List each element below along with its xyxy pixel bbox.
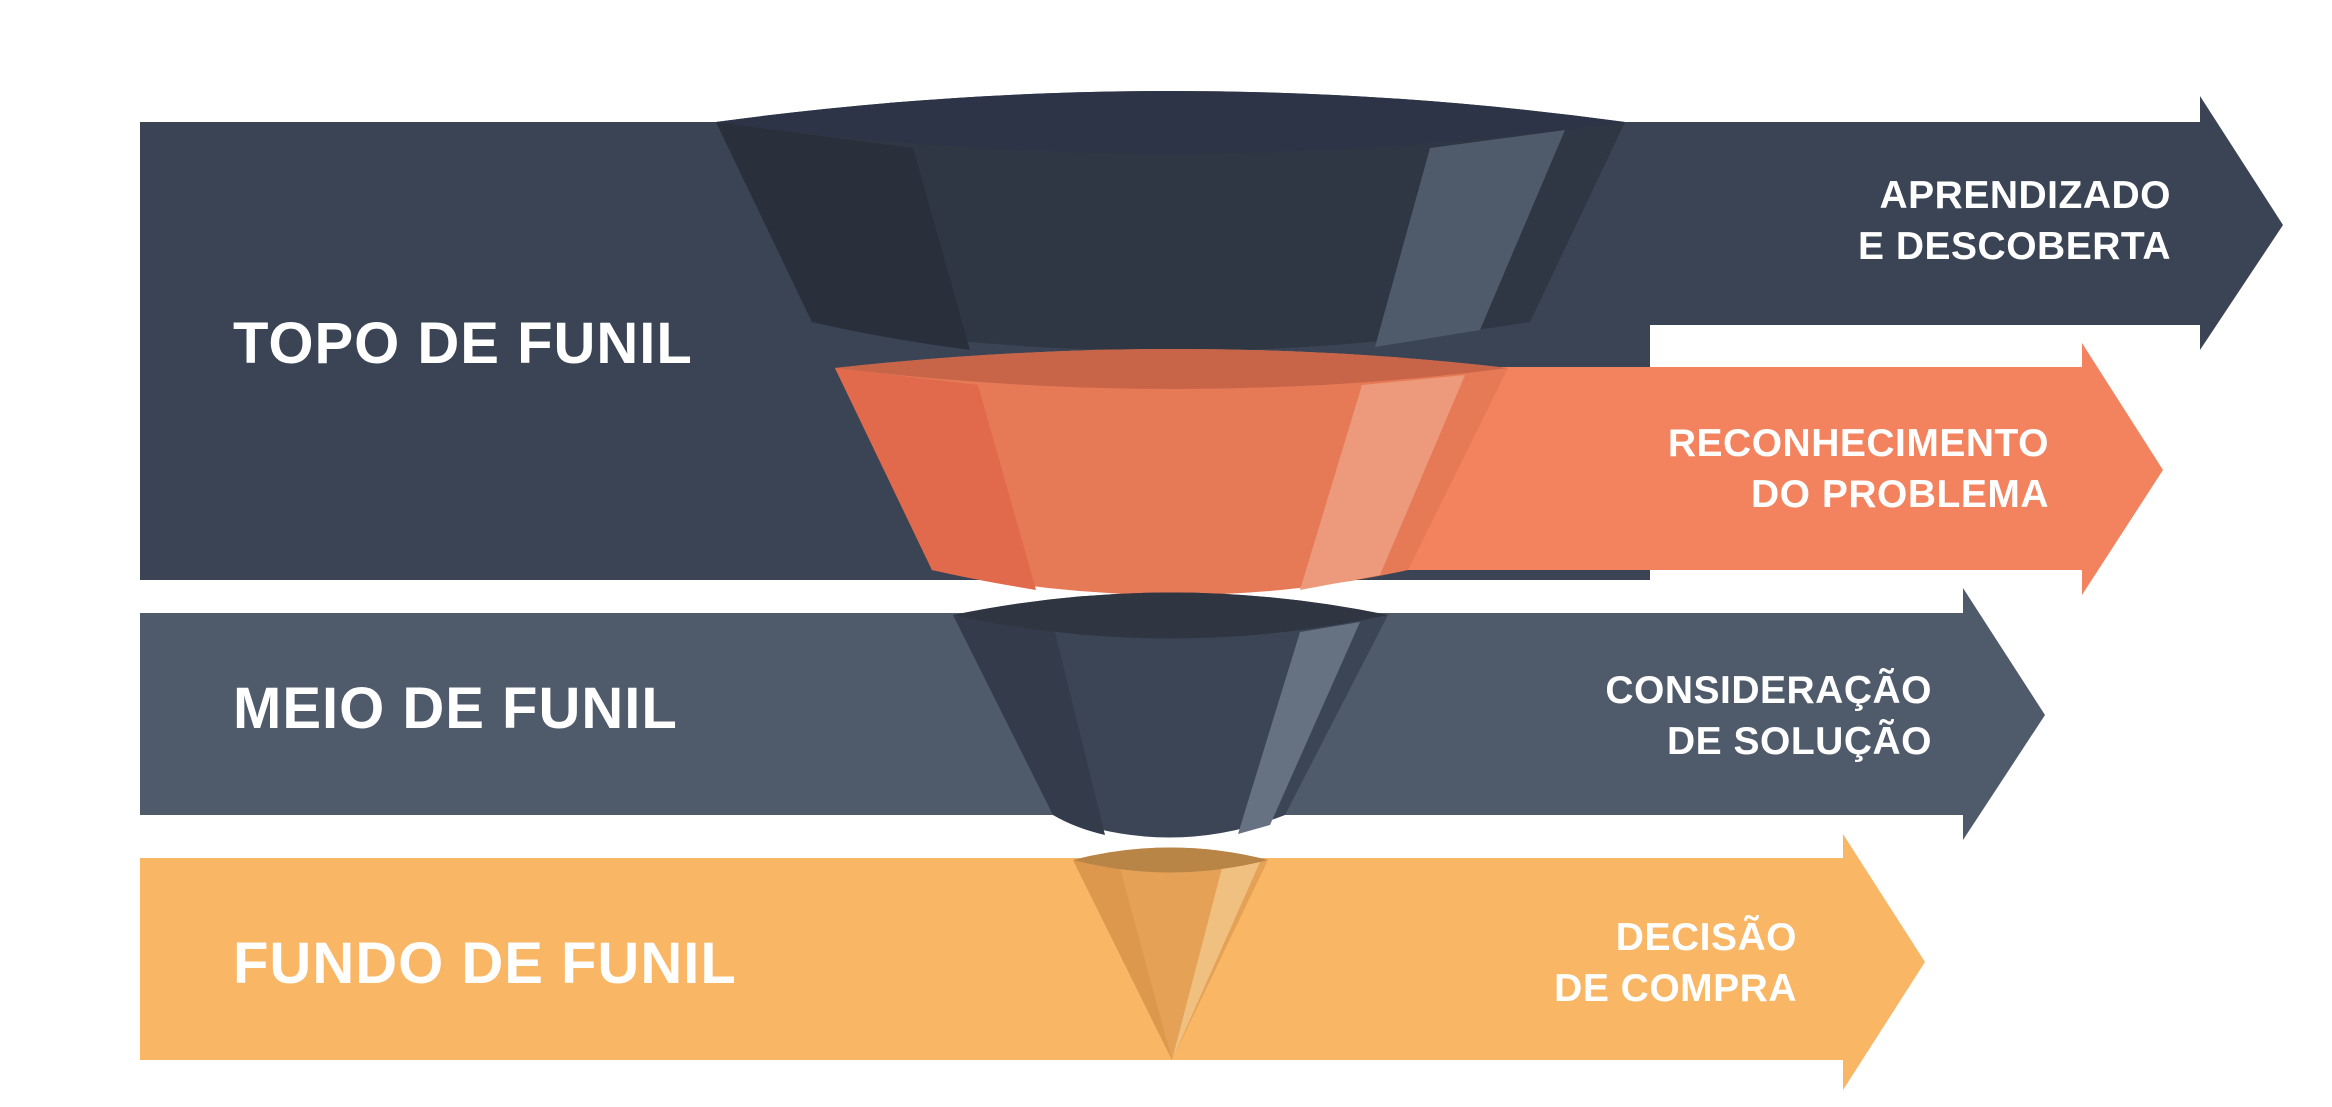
step-label-consideracao: CONSIDERAÇÃO DE SOLUÇÃO <box>1605 665 1932 767</box>
step-label-consideracao-line1: CONSIDERAÇÃO <box>1605 669 1932 712</box>
funnel-tier-2 <box>835 349 1508 595</box>
arrow-reconhecimento <box>1300 343 2163 595</box>
step-label-decisao: DECISÃO DE COMPRA <box>1554 912 1797 1014</box>
step-label-reconhecimento: RECONHECIMENTO DO PROBLEMA <box>1668 418 2049 520</box>
funnel-tier-3 <box>953 592 1388 838</box>
step-label-decisao-line2: DE COMPRA <box>1554 967 1797 1010</box>
funnel-tier-1 <box>716 91 1625 351</box>
stage-label-meio: MEIO DE FUNIL <box>233 676 678 741</box>
stage-label-topo: TOPO DE FUNIL <box>233 311 693 376</box>
step-label-aprendizado: APRENDIZADO E DESCOBERTA <box>1858 170 2171 272</box>
step-label-aprendizado-line1: APRENDIZADO <box>1879 174 2171 217</box>
bottom-band <box>140 834 1925 1090</box>
arrow-aprendizado <box>1540 96 2283 350</box>
step-label-decisao-line1: DECISÃO <box>1615 916 1797 959</box>
funnel-tier-4 <box>1073 847 1268 1060</box>
step-label-aprendizado-line2: E DESCOBERTA <box>1858 225 2171 268</box>
step-label-reconhecimento-line2: DO PROBLEMA <box>1751 473 2049 516</box>
stage-label-fundo: FUNDO DE FUNIL <box>233 931 737 996</box>
step-label-consideracao-line2: DE SOLUÇÃO <box>1666 720 1932 763</box>
step-label-reconhecimento-line1: RECONHECIMENTO <box>1667 422 2049 465</box>
